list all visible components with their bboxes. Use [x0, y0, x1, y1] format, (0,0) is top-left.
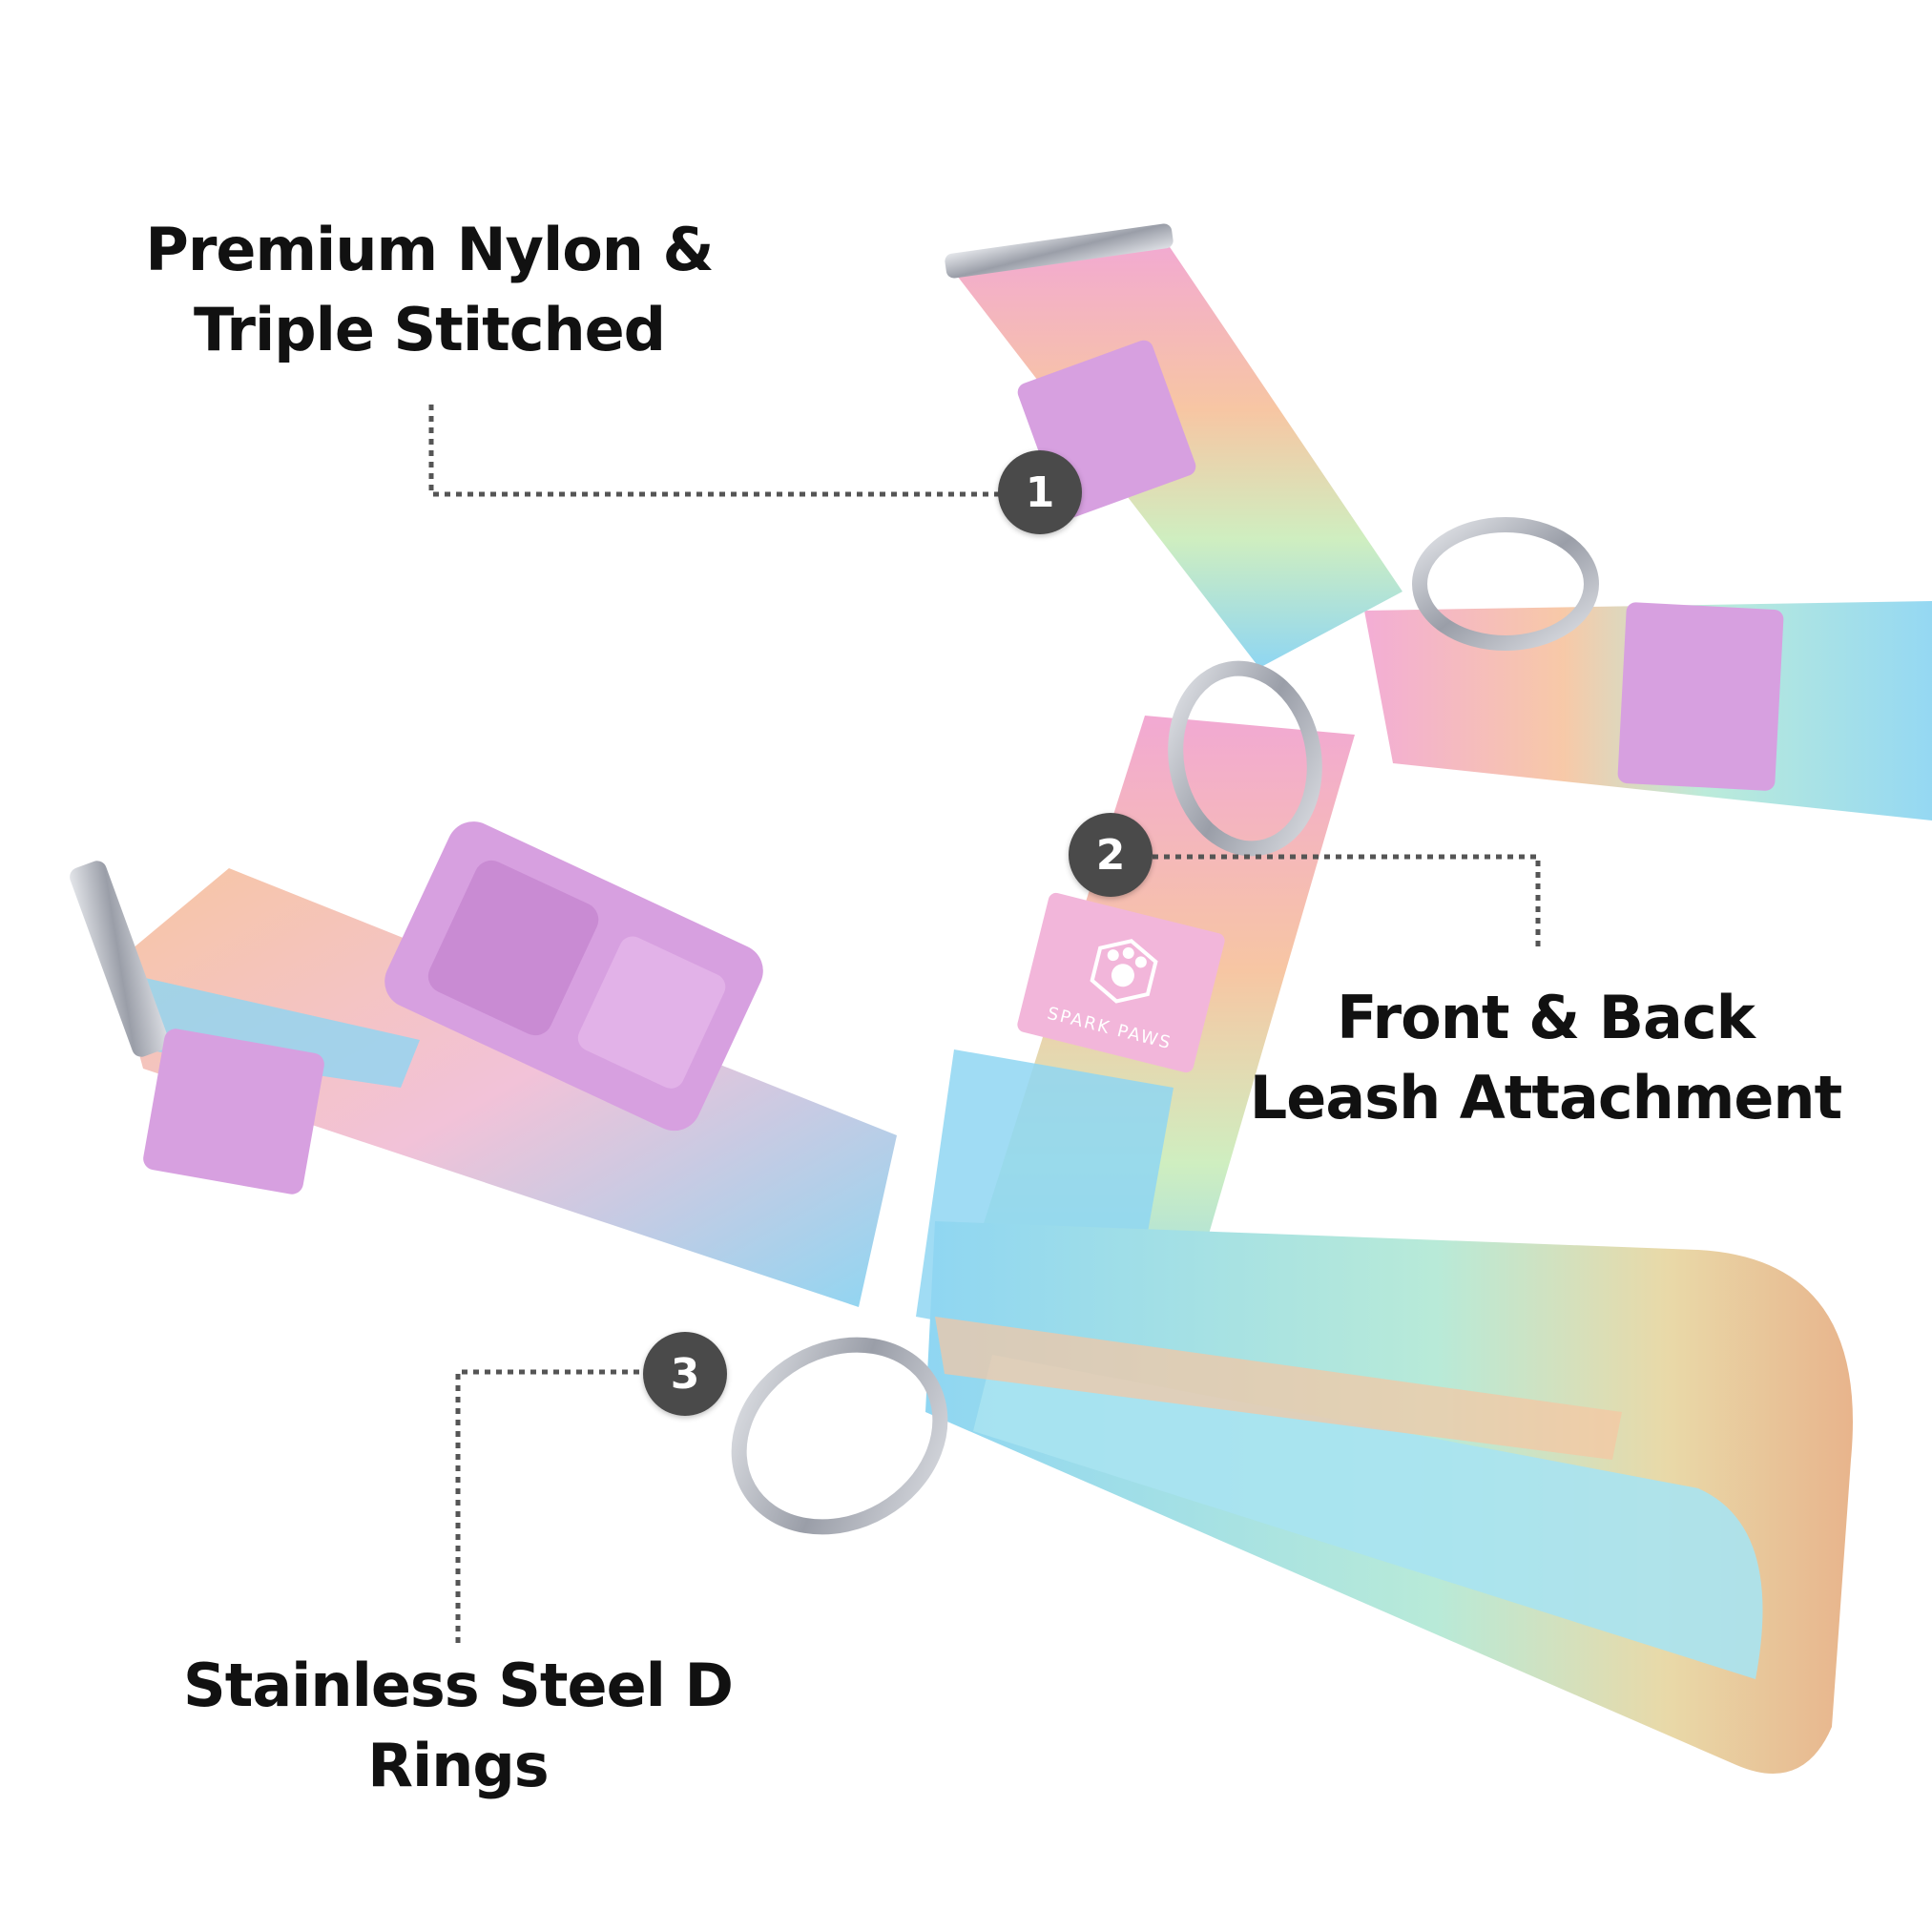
callout-1-line-2: Triple Stitched — [193, 295, 666, 364]
callout-3-line-2: Rings — [367, 1731, 549, 1800]
front-d-ring — [1168, 660, 1322, 857]
callout-2-leader-line — [1153, 854, 1541, 948]
callout-1-label: Premium Nylon & Triple Stitched — [134, 210, 725, 370]
callout-2-line-1: Front & Back — [1337, 983, 1755, 1052]
top-slider-buckle — [945, 223, 1174, 279]
chest-strap — [114, 868, 897, 1307]
callout-3-leader-line — [455, 1369, 651, 1643]
callout-2-label: Front & Back Leash Attachment — [1240, 978, 1851, 1138]
callout-3-badge: 3 — [643, 1332, 727, 1416]
back-d-ring — [1412, 517, 1599, 651]
callout-2-number: 2 — [1095, 830, 1126, 880]
strap-keeper-left — [143, 1028, 324, 1195]
strap-keeper-right — [1617, 602, 1784, 791]
side-release-buckle — [384, 821, 763, 1132]
callout-2-line-2: Leash Attachment — [1249, 1063, 1842, 1132]
callout-1-badge: 1 — [998, 450, 1082, 534]
callout-3-line-1: Stainless Steel D — [183, 1651, 734, 1720]
callout-1-leader-line — [428, 405, 1000, 497]
callout-3-label: Stainless Steel D Rings — [181, 1646, 735, 1806]
callout-2-badge: 2 — [1069, 813, 1153, 897]
left-slider — [70, 861, 169, 1057]
callout-1-number: 1 — [1025, 467, 1055, 517]
side-d-ring — [731, 1337, 948, 1535]
callout-1-line-1: Premium Nylon & — [145, 215, 714, 284]
callout-3-number: 3 — [670, 1349, 700, 1399]
brand-patch: SPARK PAWS — [1017, 892, 1225, 1073]
